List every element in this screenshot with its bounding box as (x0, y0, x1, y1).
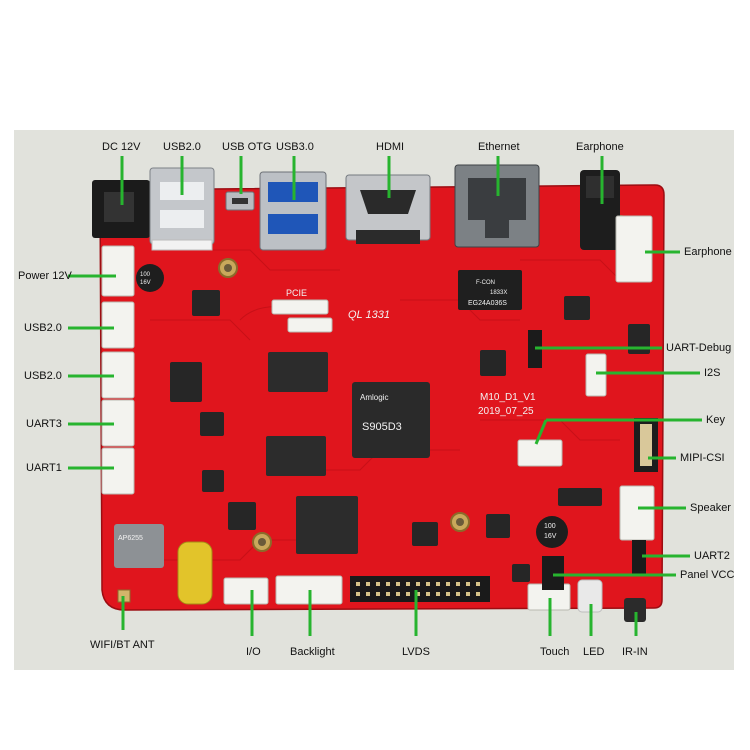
cap-value: 100 (544, 523, 556, 530)
memory-chips (266, 352, 358, 554)
eth-transformer (458, 270, 522, 310)
capacitor-top-left (136, 264, 164, 292)
label-usb20-top: USB2.0 (163, 141, 201, 153)
label-uart1: UART1 (26, 462, 62, 474)
label-lvds: LVDS (402, 646, 430, 658)
cap-voltage: 16V (544, 533, 557, 540)
label-power-12v: Power 12V (18, 270, 72, 282)
eth-model-text: EG24A036S (468, 300, 507, 307)
eth-code-text: 1833X (490, 290, 507, 296)
label-mipi-csi: MIPI-CSI (680, 452, 725, 464)
wifi-module-text: AP6255 (118, 535, 143, 542)
silk-date: 2019_07_25 (478, 406, 534, 417)
label-uart2: UART2 (694, 550, 730, 562)
chip-brand-text: Amlogic (360, 393, 388, 402)
ir-receiver (624, 598, 646, 622)
label-key: Key (706, 414, 725, 426)
lvds-header (350, 576, 490, 602)
label-usb20-left-1: USB2.0 (24, 322, 62, 334)
label-panel-vcc: Panel VCC (680, 569, 735, 581)
wifi-module (114, 524, 164, 568)
left-connectors (101, 245, 135, 495)
label-led: LED (583, 646, 605, 658)
right-connectors (223, 215, 655, 611)
label-touch: Touch (540, 646, 570, 658)
uart2-header (632, 540, 646, 576)
soc-chip (352, 382, 430, 458)
chip-model-text: S905D3 (362, 421, 402, 433)
misc-ics (170, 290, 650, 582)
eth-brand-text: F-CON (476, 280, 495, 286)
label-io: I/O (246, 646, 261, 658)
silk-board-id: M10_D1_V1 (480, 392, 536, 403)
label-usb30: USB3.0 (276, 141, 314, 153)
label-uart-debug: UART-Debug (666, 342, 732, 354)
label-usb-otg: USB OTG (222, 141, 272, 153)
cap-small-voltage: 16V (140, 280, 151, 286)
yellow-capacitor (177, 541, 213, 605)
label-backlight: Backlight (290, 646, 335, 658)
panel-vcc-jumper (542, 556, 564, 590)
capacitor-right (536, 516, 568, 548)
label-ethernet: Ethernet (478, 141, 520, 153)
label-speaker: Speaker (690, 502, 731, 514)
label-uart3: UART3 (26, 418, 62, 430)
label-i2s: I2S (704, 367, 721, 379)
label-ir-in: IR-IN (622, 646, 648, 658)
silk-pcie: PCIE (286, 288, 307, 298)
silk-ql: QL 1331 (348, 309, 390, 321)
label-hdmi: HDMI (376, 141, 405, 153)
label-usb20-left-2: USB2.0 (24, 370, 62, 382)
callout-lines (68, 156, 702, 636)
label-earphone-right: Earphone (684, 246, 732, 258)
label-dc-12v: DC 12V (102, 141, 141, 153)
label-wifi-bt-ant: WIFI/BT ANT (90, 639, 155, 651)
cap-small-value: 100 (140, 272, 151, 278)
label-earphone-top: Earphone (576, 141, 624, 153)
